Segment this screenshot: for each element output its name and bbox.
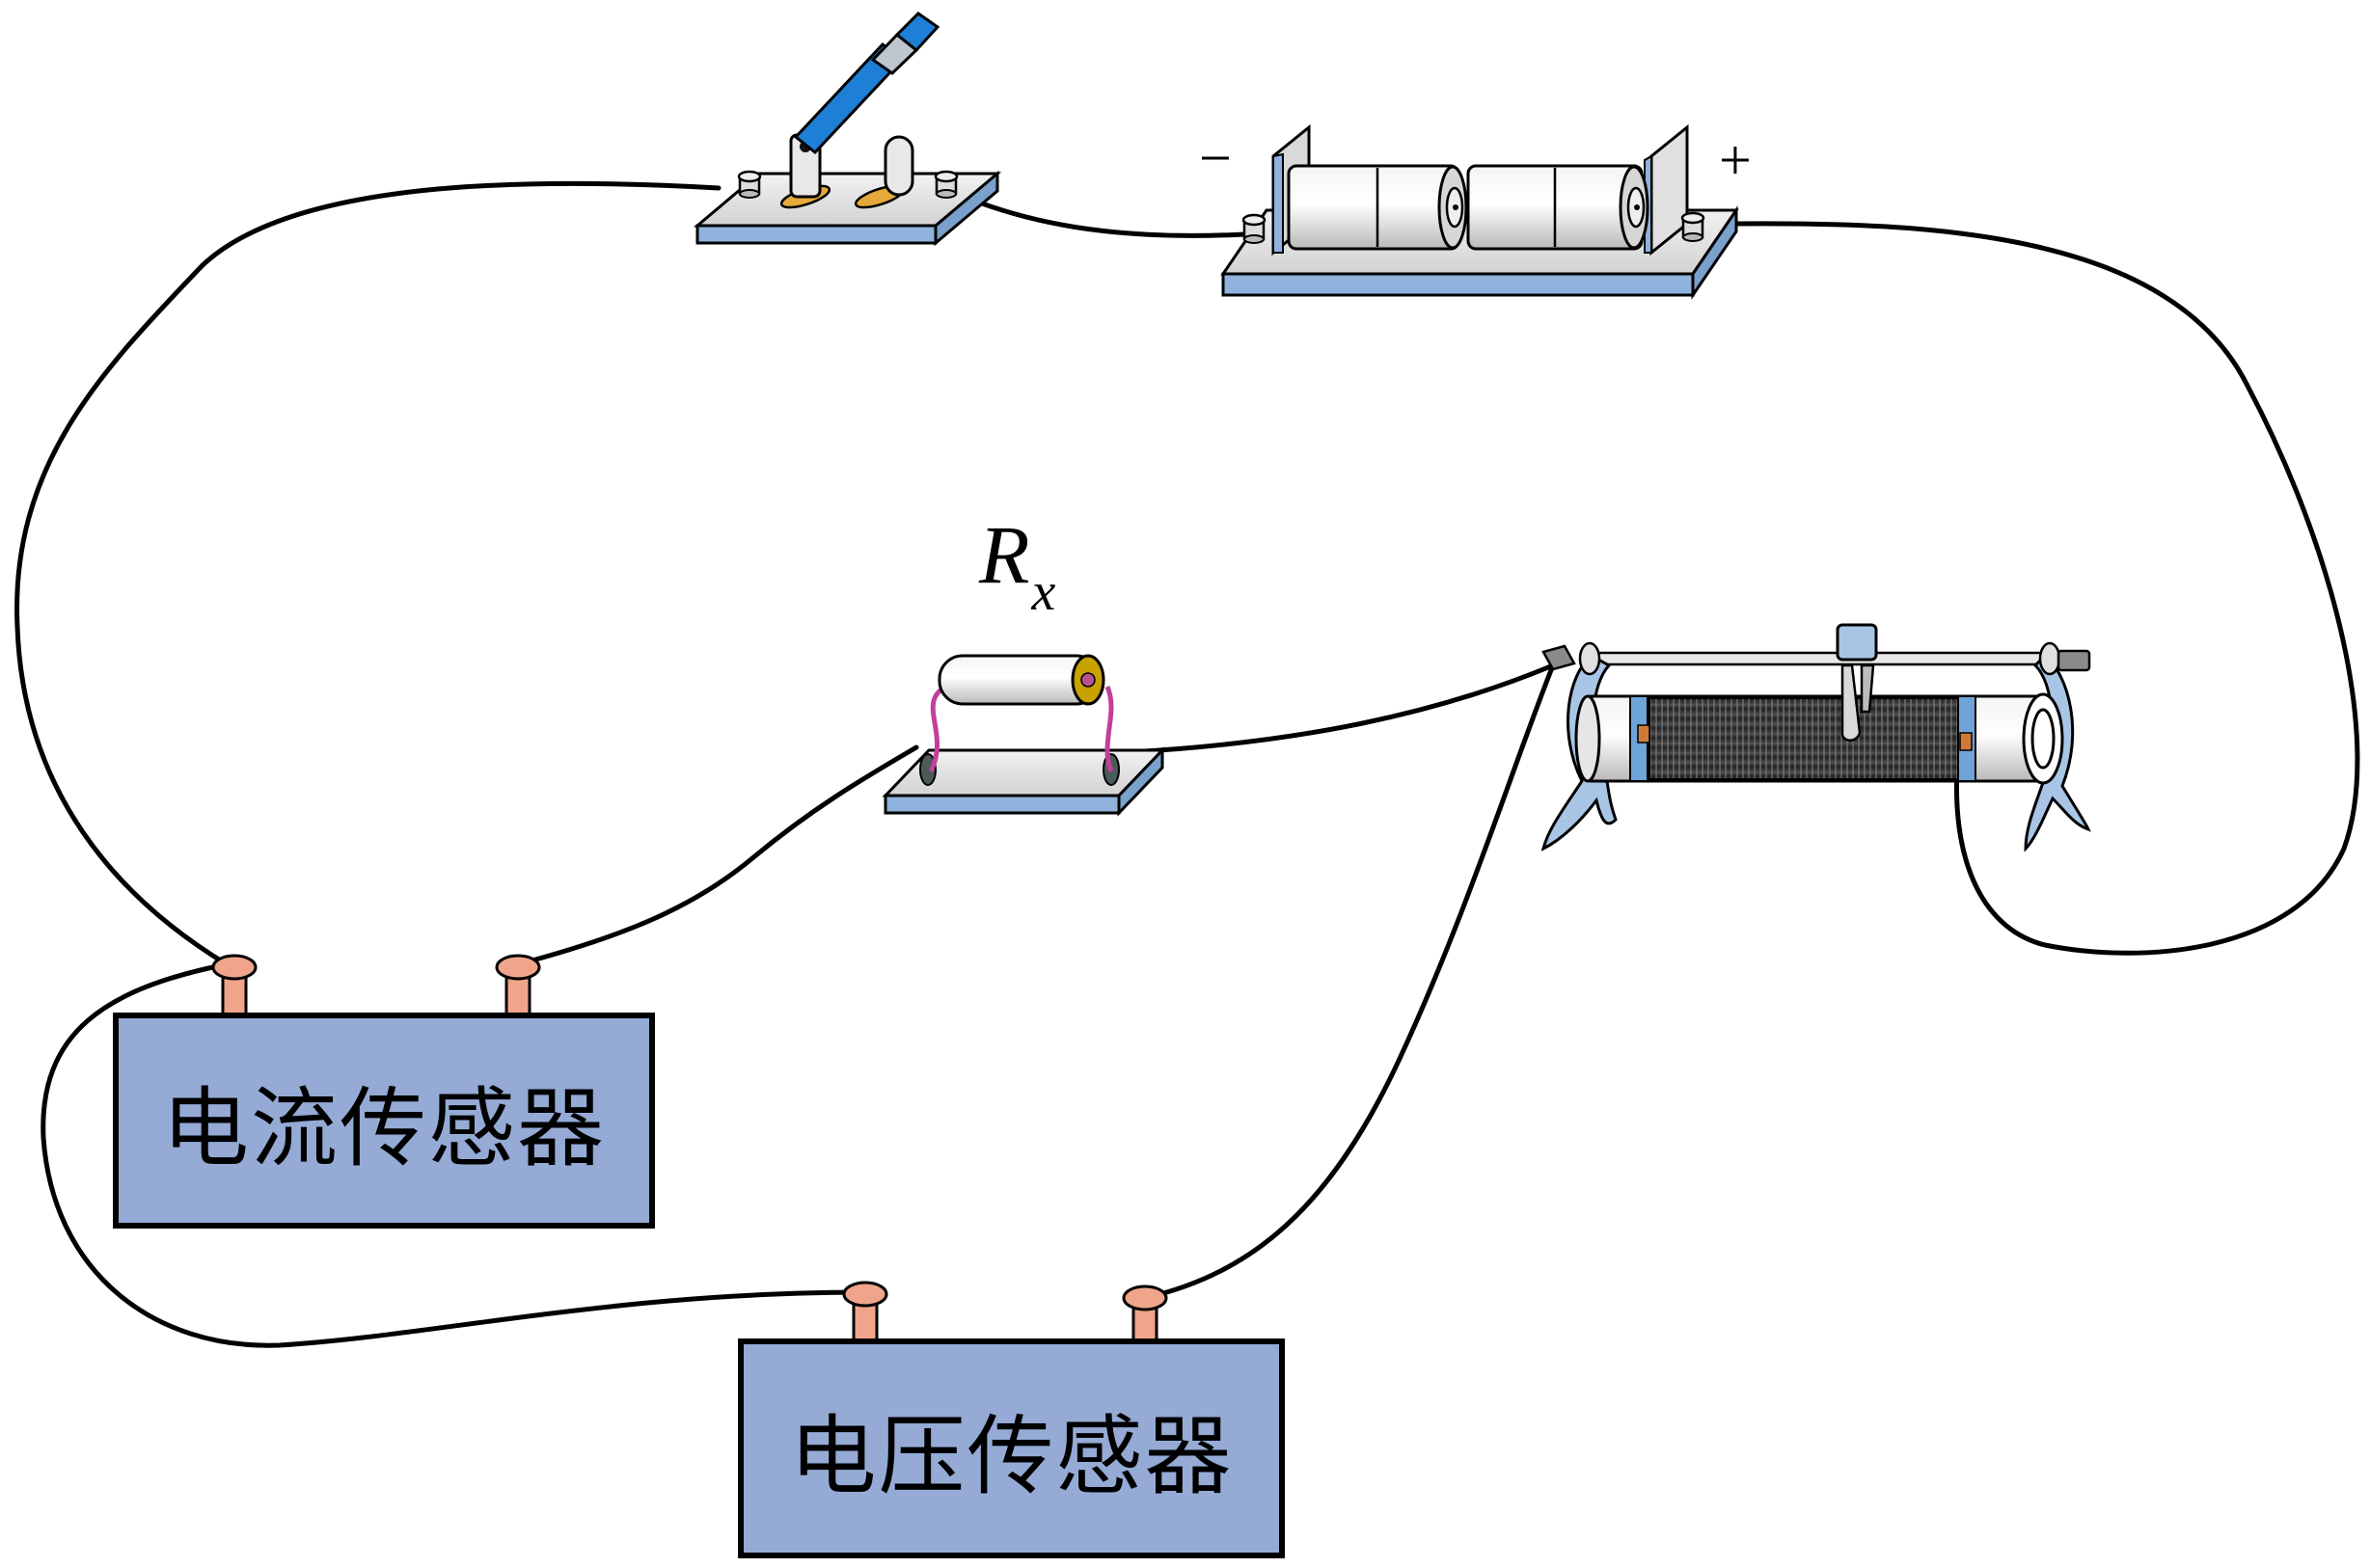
resistor-rx-name: R [979,508,1030,601]
battery-terminal-negative[interactable] [1241,213,1267,244]
voltage-sensor[interactable]: 电压传感器 [738,1338,1285,1558]
voltage-sensor-terminal-right[interactable] [1122,1284,1168,1348]
battery-terminal-positive[interactable] [1680,211,1705,242]
wire-switch-to-current-sensor [14,180,722,967]
wire-current-sensor-to-voltage-sensor [41,961,868,1348]
wires [14,180,2360,1348]
resistor-rx-label: Rx [979,506,1055,622]
rheostat [1540,623,2091,852]
wire-rx-to-rheostat [1126,662,1556,755]
rheostat-terminal-left[interactable] [1541,641,1601,676]
wire-rheostat-to-voltage-sensor [1142,662,1556,1301]
voltage-sensor-label: 电压传感器 [789,1406,1234,1507]
current-sensor-label: 电流传感器 [162,1078,606,1179]
battery-positive-sign: + [1719,128,1752,192]
voltage-sensor-terminal-left[interactable] [842,1281,888,1346]
switch-blade[interactable] [793,12,940,155]
switch-terminal-left[interactable] [737,170,762,199]
battery-cell-1 [1287,164,1468,251]
current-sensor[interactable]: 电流传感器 [113,1013,655,1229]
switch-terminal-right[interactable] [934,170,959,199]
current-sensor-terminal-left[interactable] [211,954,258,1021]
wire-switch-to-battery [952,190,1247,238]
wire-battery-to-rheostat [1729,221,2360,956]
battery-cell-2 [1466,164,1649,251]
battery-holder [1220,123,1739,300]
knife-switch[interactable] [693,12,1002,247]
resistor-rx-subscript: x [1031,562,1056,622]
wire-current-sensor-to-rx [515,744,919,967]
rheostat-terminal-right[interactable] [2038,641,2091,676]
current-sensor-terminal-right[interactable] [495,954,541,1021]
battery-negative-sign: − [1199,126,1232,190]
rheostat-slider[interactable] [1836,623,1878,742]
resistor-rx [882,654,1166,817]
rheostat-coil [1574,692,2064,785]
